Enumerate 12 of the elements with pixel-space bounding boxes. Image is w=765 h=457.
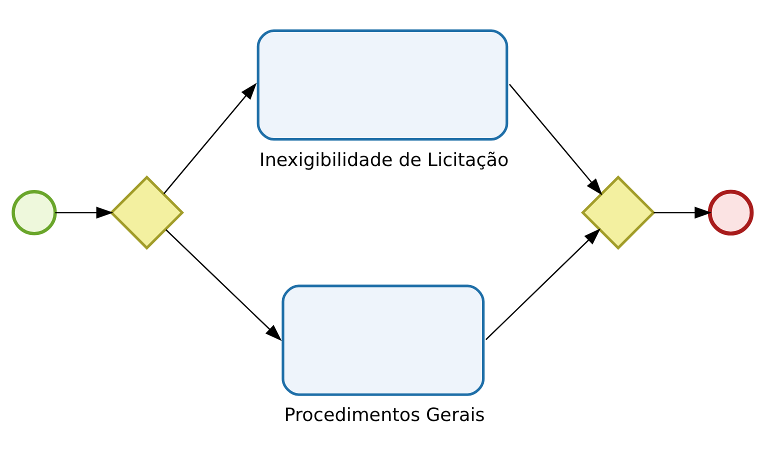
node-label: Procedimentos Gerais xyxy=(284,404,485,426)
node-circle xyxy=(708,189,754,236)
node-diamond xyxy=(110,174,184,250)
arrow xyxy=(55,206,114,218)
node-label: Inexigibilidade de Licitação xyxy=(259,149,509,170)
node-diamond xyxy=(580,174,656,250)
node-circle xyxy=(12,190,57,235)
arrow xyxy=(509,83,602,195)
arrow xyxy=(485,228,601,340)
arrow xyxy=(166,228,282,340)
arrow xyxy=(654,206,712,218)
arrow xyxy=(163,82,257,194)
